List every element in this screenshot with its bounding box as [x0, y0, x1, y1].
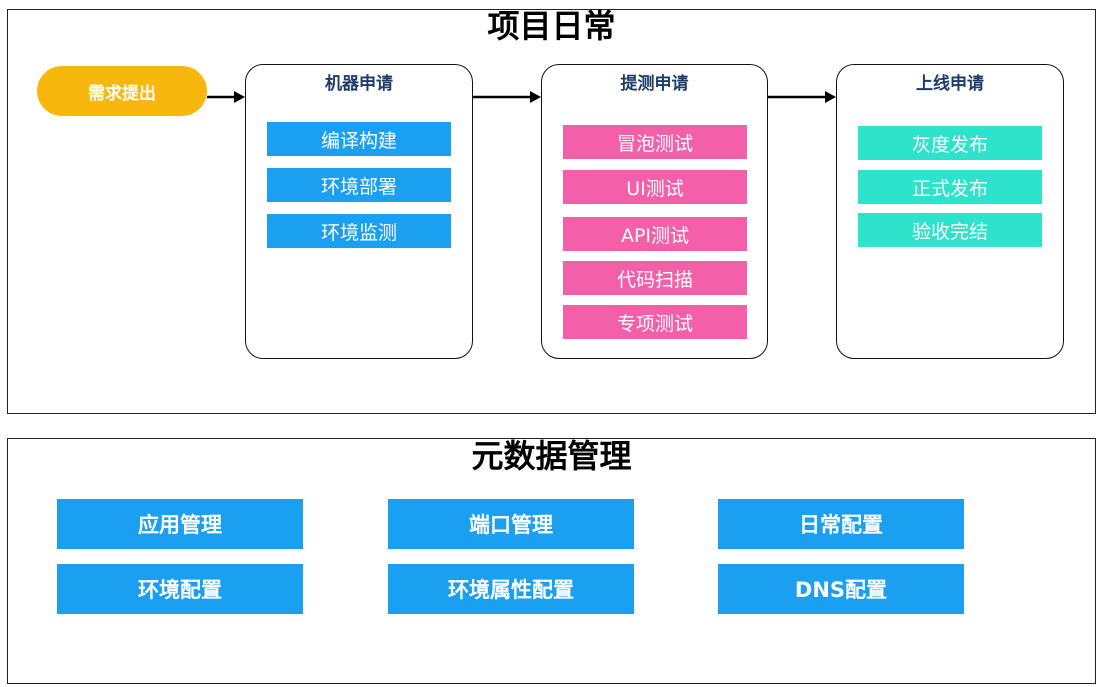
daily-config-button[interactable]: 日常配置: [718, 499, 964, 549]
env-attr-config-button[interactable]: 环境属性配置: [388, 564, 634, 614]
port-management-button[interactable]: 端口管理: [388, 499, 634, 549]
stage-item-formal-release[interactable]: 正式发布: [858, 170, 1042, 204]
stage-item-code-scan[interactable]: 代码扫描: [563, 261, 747, 295]
stage-title: 机器申请: [325, 74, 393, 94]
stage-item-acceptance[interactable]: 验收完结: [858, 213, 1042, 247]
dns-config-button[interactable]: DNS配置: [718, 564, 964, 614]
stage-title: 上线申请: [916, 74, 984, 94]
project-daily-title: 项目日常: [487, 7, 616, 45]
stage-test-request: 提测申请 冒泡测试 UI测试 API测试 代码扫描 专项测试: [541, 64, 768, 359]
env-config-button[interactable]: 环境配置: [57, 564, 303, 614]
start-node-requirement[interactable]: 需求提出: [37, 66, 207, 116]
stage-item-special-test[interactable]: 专项测试: [563, 305, 747, 339]
metadata-management-frame: 元数据管理: [7, 438, 1096, 684]
stage-item-env-deploy[interactable]: 环境部署: [267, 168, 451, 202]
stage-title: 提测申请: [620, 74, 689, 94]
stage-release-request: 上线申请 灰度发布 正式发布 验收完结: [836, 64, 1064, 359]
stage-item-api-test[interactable]: API测试: [563, 217, 747, 251]
stage-item-compile-build[interactable]: 编译构建: [267, 122, 451, 156]
stage-machine-request: 机器申请 编译构建 环境部署 环境监测: [245, 64, 473, 359]
stage-item-gray-release[interactable]: 灰度发布: [858, 126, 1042, 160]
metadata-management-title: 元数据管理: [471, 437, 632, 475]
stage-item-smoke-test[interactable]: 冒泡测试: [563, 125, 747, 159]
app-management-button[interactable]: 应用管理: [57, 499, 303, 549]
stage-item-env-monitor[interactable]: 环境监测: [267, 214, 451, 248]
stage-item-ui-test[interactable]: UI测试: [563, 170, 747, 204]
